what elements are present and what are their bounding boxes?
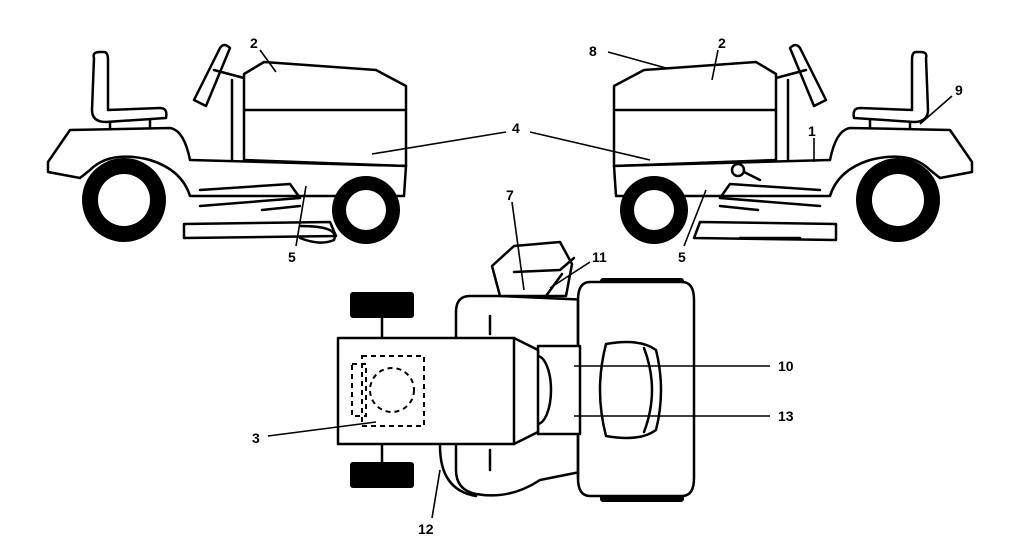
mower-deck-left	[182, 220, 338, 240]
steering-wheel-right	[788, 43, 828, 108]
body-left	[46, 126, 408, 198]
seat-right	[852, 50, 930, 124]
callout-1: 1	[808, 123, 816, 139]
hood-right	[612, 60, 778, 168]
hood-left	[242, 60, 408, 168]
callout-3: 3	[252, 430, 260, 446]
callout-8: 8	[589, 43, 597, 59]
callout-5-left: 5	[288, 249, 296, 265]
mower-deck-right	[692, 220, 838, 242]
steering-wheel-left	[192, 43, 232, 108]
tractor-left-side-view	[46, 43, 408, 244]
callout-10: 10	[778, 358, 794, 374]
seat-left	[90, 50, 168, 124]
callout-2-right: 2	[718, 35, 726, 51]
tractor-top-view	[336, 240, 696, 502]
front-tire-bottom	[350, 462, 414, 488]
callout-5-right: 5	[678, 249, 686, 265]
callout-13: 13	[778, 408, 794, 424]
callout-4: 4	[512, 120, 520, 136]
body-right	[612, 126, 974, 198]
callout-9: 9	[955, 82, 963, 98]
discharge-chute	[490, 240, 574, 298]
callout-labels: 2 4 5 8 2 9 1 5 7 11 10 13 3 12	[250, 35, 963, 537]
callout-2-left: 2	[250, 35, 258, 51]
callout-11: 11	[592, 249, 607, 265]
callout-12: 12	[418, 521, 434, 537]
tractor-right-side-view	[612, 43, 974, 244]
front-tire-top	[350, 292, 414, 318]
hood-top	[336, 336, 540, 446]
callout-7: 7	[506, 187, 514, 203]
leader-lines	[259, 49, 953, 519]
